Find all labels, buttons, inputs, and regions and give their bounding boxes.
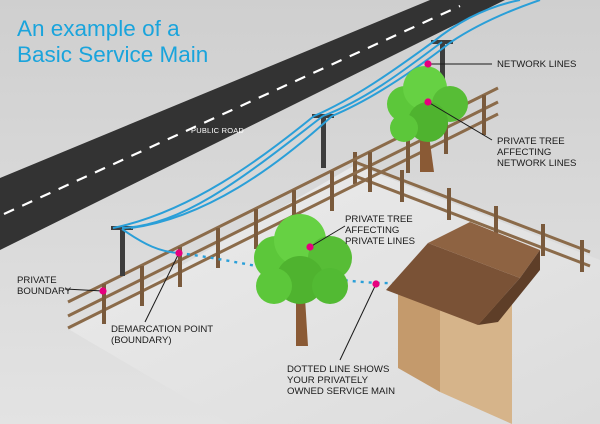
marker-private-boundary bbox=[99, 287, 107, 295]
label-line: PRIVATE bbox=[17, 275, 57, 286]
road-label: PUBLIC ROAD bbox=[191, 126, 245, 135]
label-line: DOTTED LINE SHOWS bbox=[287, 364, 390, 375]
label-dotted-line: DOTTED LINE SHOWS YOUR PRIVATELY OWNED S… bbox=[287, 364, 395, 397]
marker-tree-private bbox=[306, 243, 314, 251]
public-road bbox=[0, 0, 505, 250]
tree-network-lines bbox=[387, 66, 468, 172]
back-fence-posts bbox=[353, 152, 584, 272]
label-line: AFFECTING bbox=[345, 225, 400, 236]
house bbox=[386, 222, 540, 424]
label-line: YOUR PRIVATELY bbox=[287, 375, 369, 386]
label-private-tree-network: PRIVATE TREE AFFECTING NETWORK LINES bbox=[497, 136, 576, 169]
page-title: An example of a Basic Service Main bbox=[17, 16, 208, 68]
marker-tree-network bbox=[424, 98, 432, 106]
callout-markers bbox=[99, 60, 432, 295]
title-line-1: An example of a bbox=[17, 16, 180, 41]
label-line: PRIVATE TREE bbox=[345, 214, 413, 225]
label-line: DEMARCATION POINT bbox=[111, 324, 214, 335]
label-line: PRIVATE LINES bbox=[345, 236, 416, 247]
front-fence-posts bbox=[102, 95, 486, 324]
network-lines bbox=[112, 0, 541, 254]
back-fence bbox=[354, 160, 591, 268]
label-line: BOUNDARY bbox=[17, 286, 72, 297]
label-line: PRIVATE TREE bbox=[497, 136, 565, 147]
title-line-2: Basic Service Main bbox=[17, 42, 209, 67]
marker-dotted-line bbox=[372, 280, 380, 288]
label-line: NETWORK LINES bbox=[497, 158, 577, 169]
label-private-boundary: PRIVATE BOUNDARY bbox=[17, 275, 71, 297]
label-line: OWNED SERVICE MAIN bbox=[287, 386, 396, 397]
label-line: (BOUNDARY) bbox=[111, 335, 172, 346]
marker-network-lines bbox=[424, 60, 432, 68]
marker-demarcation-point bbox=[175, 249, 183, 257]
tree-private-lines bbox=[254, 214, 352, 346]
label-network-lines: NETWORK LINES bbox=[497, 59, 577, 70]
label-demarcation-point: DEMARCATION POINT (BOUNDARY) bbox=[111, 324, 213, 346]
label-line: AFFECTING bbox=[497, 147, 552, 158]
callout-leaders bbox=[64, 63, 493, 361]
label-private-tree-private: PRIVATE TREE AFFECTING PRIVATE LINES bbox=[345, 214, 415, 247]
